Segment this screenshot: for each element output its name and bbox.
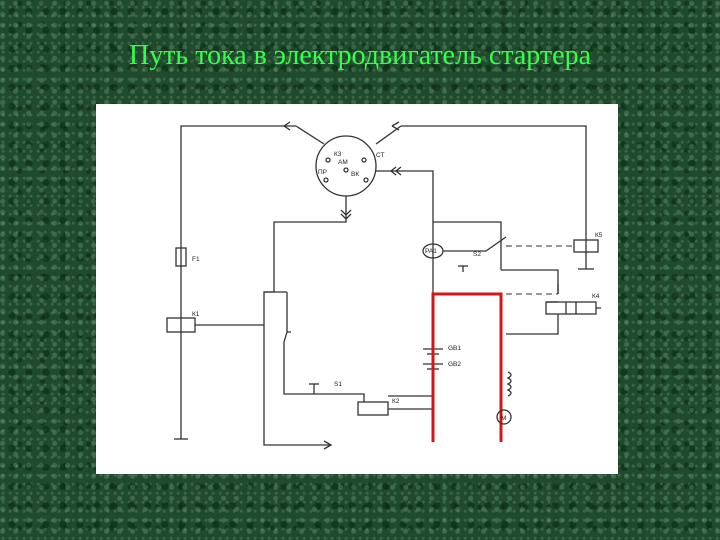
slide-title: Путь тока в электродвигатель стартера <box>128 40 592 71</box>
circuit-diagram: К3 АМ СТ ПР ВК F1 К1 S1 К2 <box>96 104 618 474</box>
label-k4: К4 <box>592 293 600 300</box>
relay-k5: К5 <box>506 232 603 270</box>
label-gb2: GB2 <box>448 361 461 368</box>
label-k2: К2 <box>392 398 400 405</box>
battery: GB1 GB2 <box>423 345 461 370</box>
label-k1: К1 <box>192 311 200 318</box>
fuse-f1: F1 <box>175 247 200 267</box>
label-vk: ВК <box>351 171 359 178</box>
label-st: СТ <box>376 152 384 159</box>
switch-outputs <box>263 166 502 332</box>
relay-k4: К4 <box>506 284 601 335</box>
label-m: M <box>501 415 506 422</box>
top-wiring <box>180 121 587 439</box>
label-gb1: GB1 <box>448 345 461 352</box>
label-k3: К3 <box>334 151 342 158</box>
label-f1: F1 <box>192 256 200 263</box>
label-s2: S2 <box>473 251 481 258</box>
label-pa1: PA1 <box>425 248 437 255</box>
starter-motor: M <box>496 371 512 425</box>
current-path <box>431 292 503 442</box>
label-s1: S1 <box>334 381 342 388</box>
k1-contact <box>263 291 365 450</box>
label-pr: ПР <box>318 169 327 176</box>
ignition-switch: К3 АМ СТ ПР ВК <box>315 135 384 197</box>
label-k5: К5 <box>595 232 603 239</box>
relay-k1: К1 <box>166 311 264 440</box>
label-am: АМ <box>338 159 348 166</box>
switch-s1-relay-k2: S1 К2 <box>309 381 433 416</box>
